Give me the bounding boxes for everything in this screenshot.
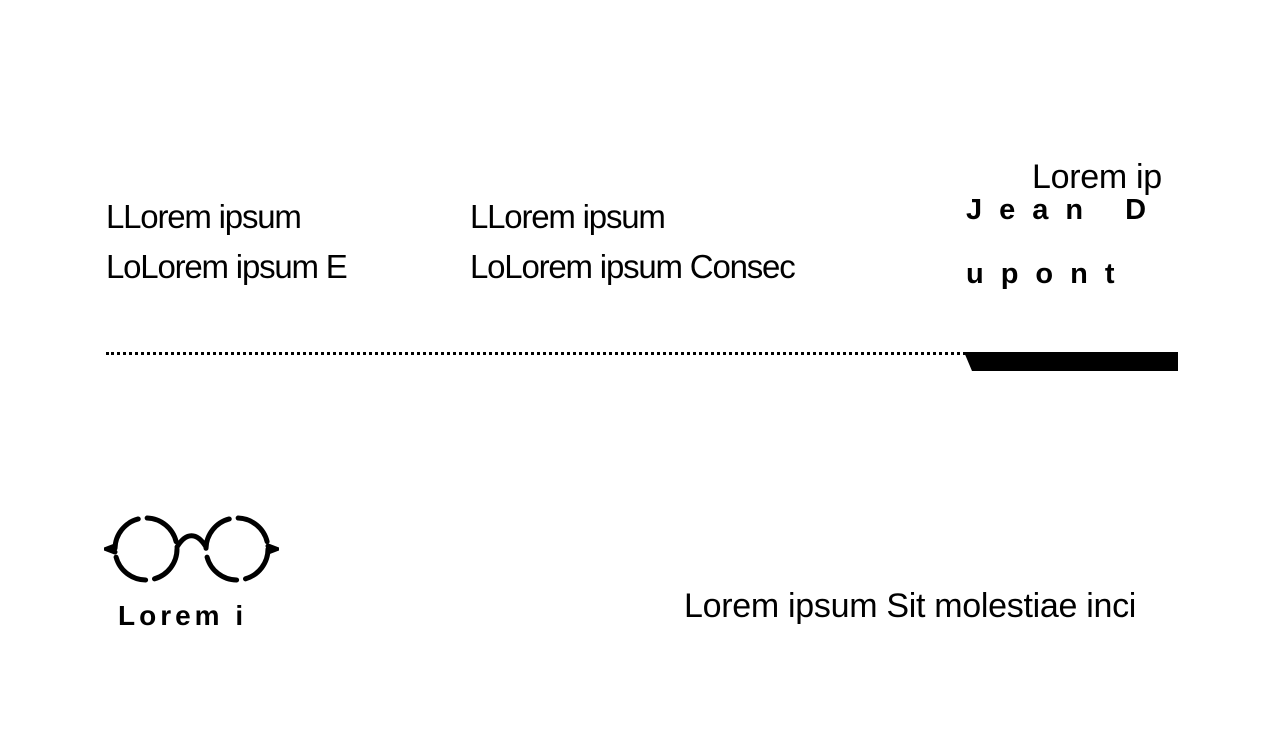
text-column-2: LLorem ipsum LoLorem ipsum Consec (470, 192, 796, 292)
divider-bar (964, 352, 1178, 371)
footer-text: Lorem ipsum Sit molestiae inci (684, 587, 1137, 625)
column-1-line-2: LoLorem ipsum E (106, 248, 348, 285)
text-column-1: LLorem ipsum LoLorem ipsum E (106, 192, 348, 292)
author-name: Jean Dupont (966, 194, 1164, 290)
top-right-text: Lorem ip (1032, 158, 1162, 196)
glasses-icon (104, 515, 279, 583)
column-1-line-1: LLorem ipsum (106, 198, 302, 235)
dotted-divider (106, 352, 966, 355)
column-2-line-2: LoLorem ipsum Consec (470, 248, 796, 285)
logo-label: Lorem i (118, 600, 248, 631)
column-2-line-1: LLorem ipsum (470, 198, 666, 235)
